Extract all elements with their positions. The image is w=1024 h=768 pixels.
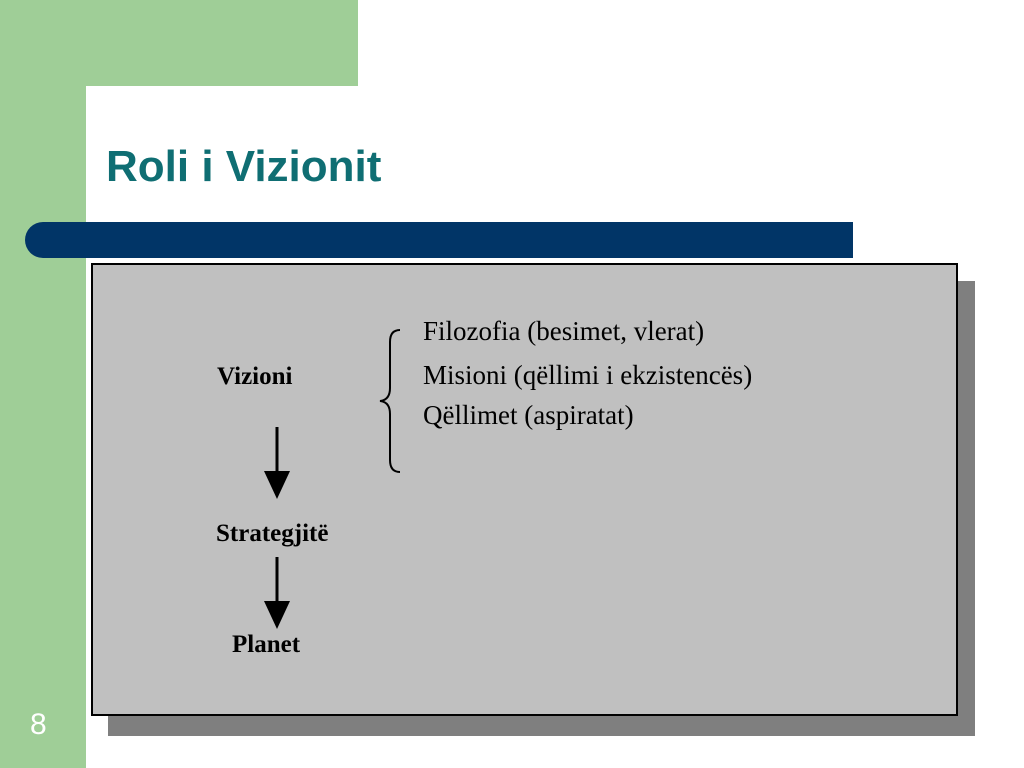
component-misioni: Misioni (qëllimi i ekzistencës)	[423, 360, 753, 390]
curly-brace-icon	[379, 329, 401, 473]
component-qellimet: Qëllimet (aspiratat)	[423, 400, 634, 430]
diagram-panel	[91, 263, 958, 716]
node-planet: Planet	[232, 631, 301, 658]
node-vizioni: Vizioni	[217, 363, 293, 390]
green-background-left	[0, 0, 86, 768]
component-filozofia: Filozofia (besimet, vlerat)	[423, 316, 705, 346]
title-underline-bar	[25, 222, 853, 258]
slide-title: Roli i Vizionit	[106, 142, 382, 191]
node-strategjite: Strategjitë	[216, 520, 329, 547]
arrow-down-icon	[264, 427, 290, 499]
content-area-corner	[86, 86, 166, 166]
arrow-down-icon	[264, 557, 290, 629]
page-number: 8	[30, 708, 47, 741]
